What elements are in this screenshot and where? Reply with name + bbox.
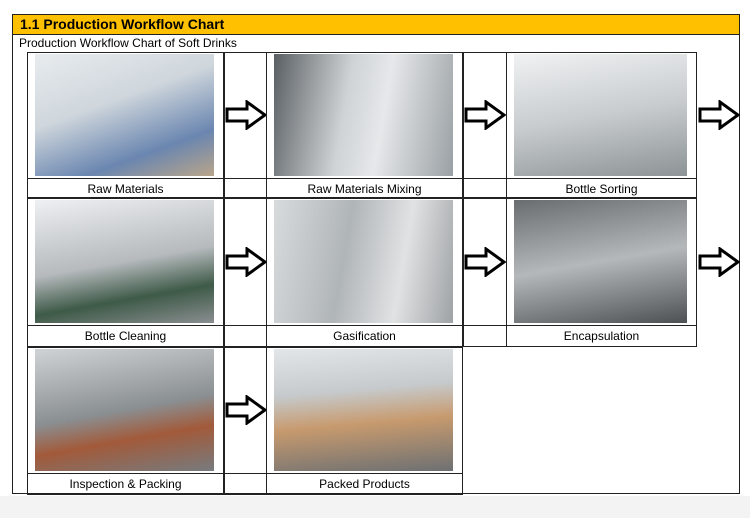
arrow-right-icon (225, 394, 268, 426)
divider (224, 178, 267, 179)
arrow-right-icon (225, 245, 268, 278)
divider (463, 178, 507, 179)
divider (463, 325, 507, 326)
arrow-right-icon (698, 245, 741, 278)
step-photo (514, 54, 687, 176)
step-photo (35, 349, 214, 471)
arrow-right-icon (464, 99, 507, 131)
arrow-right-icon (698, 99, 741, 131)
step-label: Bottle Cleaning (27, 325, 224, 347)
chart-subtitle: Production Workflow Chart of Soft Drinks (19, 36, 237, 50)
arrow-right-icon (464, 245, 507, 278)
step-photo (35, 200, 214, 323)
step-label: Bottle Sorting (506, 178, 697, 198)
step-photo (274, 349, 453, 471)
divider (224, 473, 267, 474)
divider (224, 325, 267, 326)
step-label: Packed Products (266, 473, 463, 495)
step-label: Inspection & Packing (27, 473, 224, 495)
step-label: Encapsulation (506, 325, 697, 347)
arrow-right-icon (225, 99, 268, 131)
step-label: Raw Materials Mixing (266, 178, 463, 198)
step-label: Raw Materials (27, 178, 224, 198)
section-title: 1.1 Production Workflow Chart (12, 14, 740, 35)
step-photo (274, 54, 453, 176)
step-photo (274, 200, 453, 323)
page-footer (0, 496, 750, 518)
step-photo (35, 54, 214, 176)
step-label: Gasification (266, 325, 463, 347)
step-photo (514, 200, 687, 323)
